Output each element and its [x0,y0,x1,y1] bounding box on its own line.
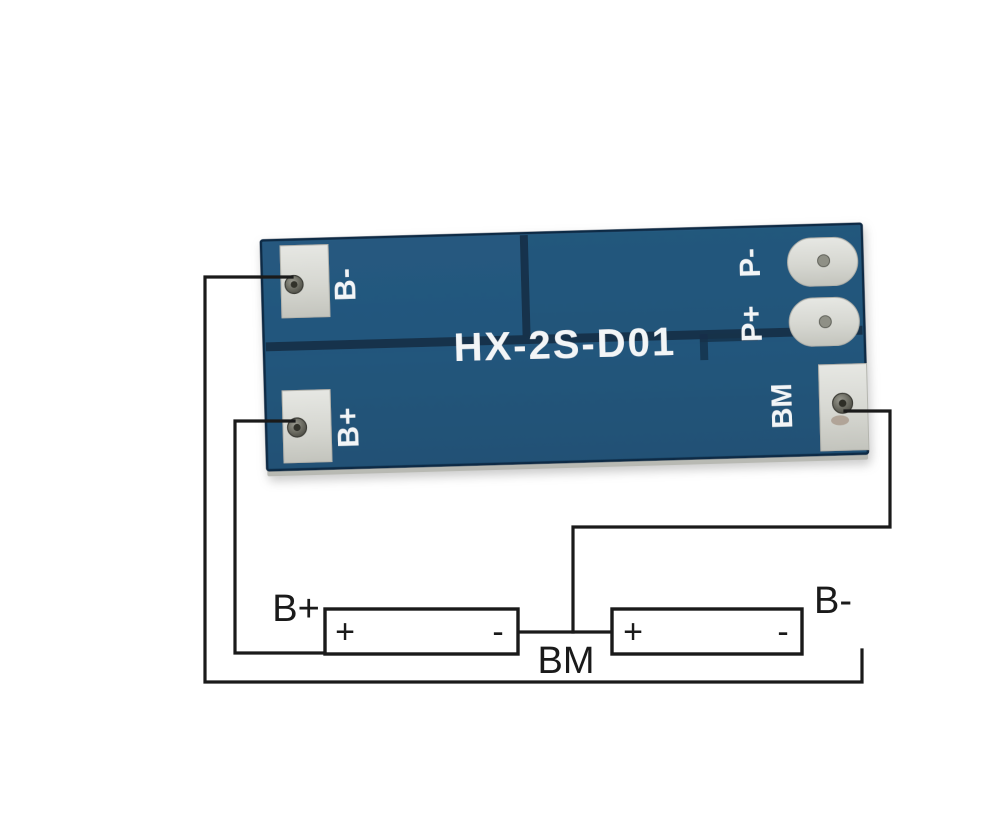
label-b-plus: B+ [272,588,320,630]
board-pour-bottom [266,339,866,469]
pad-b-minus[interactable]: B- [279,244,363,319]
label-b-minus: B- [814,580,852,622]
pad-bm-hole-center [838,399,847,408]
pcb-board: B- B+ HX-2S-D01 P- P+ BM [259,222,870,477]
silk-label-b-plus: B+ [331,406,365,448]
battery-cell-2: + - [610,607,804,656]
pad-bm[interactable]: BM [766,363,870,453]
pad-p-plus[interactable]: P+ [736,296,860,348]
trace-stub-horizontal [699,332,758,343]
battery-cell-2-minus-label: - [777,613,788,651]
pad-b-plus[interactable]: B+ [281,389,366,464]
wire-b-minus [203,275,864,684]
trace-horizontal [265,325,863,352]
battery-cell-1-minus-label: - [492,613,503,651]
battery-cell-1: + - [323,607,520,656]
battery-cell-2-plus-label: + [623,613,643,651]
battery-cell-2-body [610,607,804,656]
wire-b-plus [233,419,327,655]
wire-bm [571,409,892,634]
board-pour-tr [526,225,863,339]
silk-label-p-plus: P+ [736,305,769,342]
pad-p-minus[interactable]: P- [734,236,859,288]
silk-label-b-minus: B- [329,267,363,302]
pad-b-plus-hole-center [293,423,301,432]
trace-vertical [519,234,531,338]
wire-layer [203,275,892,684]
battery-cell-1-plus-label: + [335,613,355,651]
pad-b-minus-hole-center [290,281,298,288]
pad-bm-solder-blob [831,415,850,426]
silk-model-text: HX-2S-D01 [453,320,677,370]
pad-p-plus-hole [818,315,832,329]
pad-p-minus-hole [817,254,831,268]
silk-label-p-minus: P- [734,248,767,278]
silk-label-bm: BM [766,383,799,429]
pad-b-minus-plate [279,244,331,319]
label-bm: BM [538,640,595,682]
